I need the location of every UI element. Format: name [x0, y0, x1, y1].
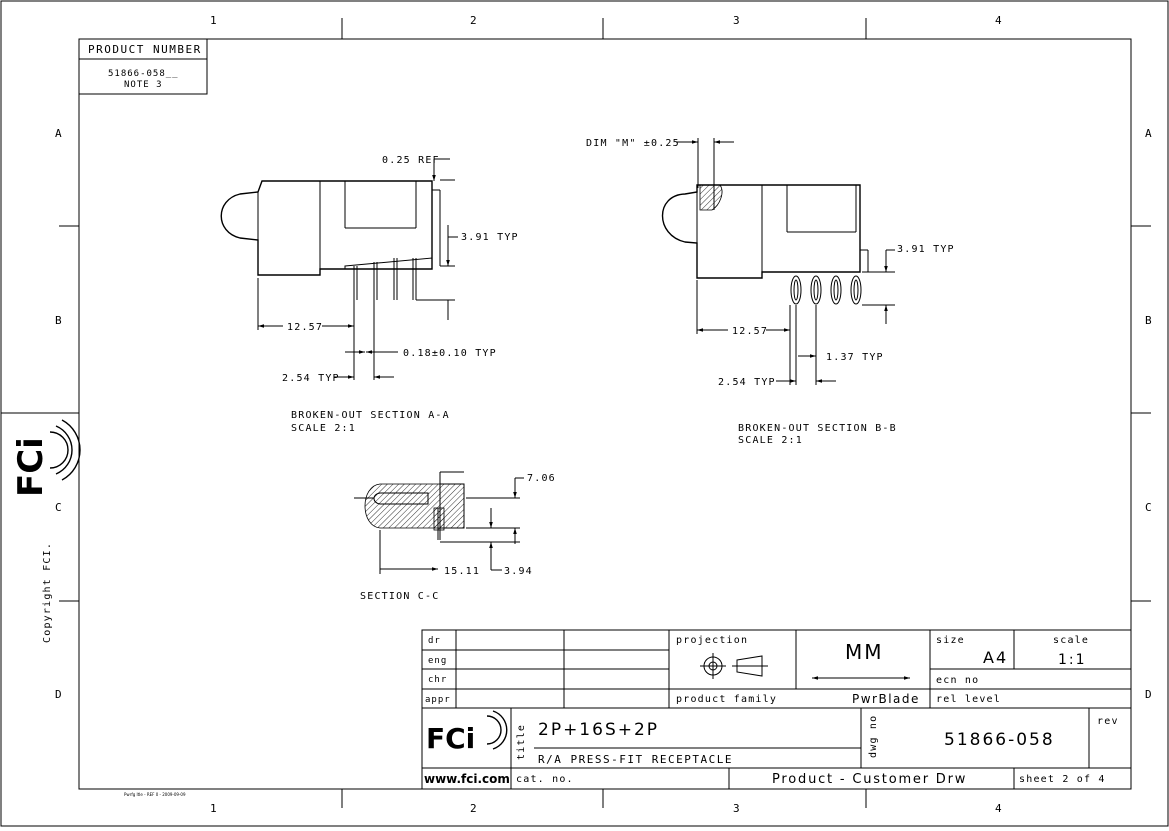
dwg-label: dwg no: [868, 715, 879, 758]
side-logo-text: FCi: [11, 437, 51, 497]
rel-level-label: rel level: [936, 694, 1001, 705]
cc-title: SECTION C-C: [360, 591, 439, 602]
cat-label: cat. no.: [516, 774, 574, 785]
zone-left-b: B: [55, 314, 63, 327]
row-dr-label: dr: [428, 636, 441, 646]
bb-scale: SCALE 2:1: [738, 435, 803, 446]
row-appr-label: appr: [425, 695, 451, 705]
bb-title: BROKEN-OUT SECTION B-B: [738, 423, 897, 434]
footer-tiny-text: Pwrfg Itle - REF 0 - 2009-09-09: [124, 792, 186, 797]
zone-right-d: D: [1145, 688, 1153, 701]
copyright-text: Copyright FCI.: [42, 542, 53, 643]
side-logo: FCi: [11, 419, 81, 497]
scale-label: scale: [1053, 635, 1089, 646]
website: www.fci.com: [424, 772, 510, 786]
row-eng-label: eng: [428, 656, 447, 666]
aa-title: BROKEN-OUT SECTION A-A: [291, 410, 450, 421]
product-family-value: PwrBlade: [852, 692, 920, 706]
aa-scale: SCALE 2:1: [291, 423, 356, 434]
product-number-box: PRODUCT NUMBER 51866-058__ NOTE 3: [78, 38, 208, 95]
product-number-value: 51866-058__: [108, 69, 179, 79]
zone-right-a: A: [1145, 127, 1153, 140]
zone-top-2: 2: [470, 14, 478, 27]
product-family-label: product family: [676, 694, 777, 705]
bb-press-fit-pins: [790, 275, 862, 305]
title-line1: 2P+16S+2P: [538, 720, 659, 740]
units-value: MM: [845, 640, 884, 664]
title-block-logo: FCi: [426, 722, 475, 755]
bb-dim-391: 3.91 TYP: [897, 244, 955, 255]
product-number-label: PRODUCT NUMBER: [88, 43, 202, 56]
section-cc-view: [354, 471, 524, 574]
zone-top-1: 1: [210, 14, 218, 27]
aa-dim-1257: 12.57: [287, 322, 323, 333]
aa-dim-391: 3.91 TYP: [461, 232, 519, 243]
scale-value: 1:1: [1058, 652, 1087, 668]
title-line2: R/A PRESS-FIT RECEPTACLE: [538, 753, 733, 766]
size-value: A4: [983, 648, 1008, 667]
zone-right-c: C: [1145, 501, 1153, 514]
aa-dim-pin: 0.18±0.10 TYP: [403, 348, 497, 359]
zone-bottom-2: 2: [470, 802, 478, 815]
zone-bottom-1: 1: [210, 802, 218, 815]
cc-dim-394: 3.94: [504, 566, 533, 577]
ecn-label: ecn no: [936, 675, 979, 686]
zone-bottom-4: 4: [995, 802, 1003, 815]
aa-dim-pitch: 2.54 TYP: [282, 373, 340, 384]
rev-label: rev: [1097, 716, 1119, 727]
sheet-number: sheet 2 of 4: [1019, 774, 1106, 785]
section-bb-view: [661, 138, 895, 385]
bb-dim-pitch: 2.54 TYP: [718, 377, 776, 388]
title-label: title: [516, 724, 527, 760]
bb-dim-1257: 12.57: [732, 326, 768, 337]
dwg-number: 51866-058: [944, 730, 1055, 750]
projection-label: projection: [676, 635, 748, 646]
zone-left-a: A: [55, 127, 63, 140]
drawing-type: Product - Customer Drw: [772, 772, 967, 787]
cc-dim-706: 7.06: [527, 473, 556, 484]
zone-left-c: C: [55, 501, 63, 514]
bb-dim-137: 1.37 TYP: [826, 352, 884, 363]
size-label: size: [936, 635, 965, 646]
row-chr-label: chr: [428, 675, 447, 685]
section-aa-view: [220, 158, 458, 380]
aa-dim-ref: 0.25 REF: [382, 155, 440, 166]
zone-top-4: 4: [995, 14, 1003, 27]
zone-left-d: D: [55, 688, 63, 701]
zone-right-b: B: [1145, 314, 1153, 327]
zone-ticks: [1, 18, 1151, 808]
zone-top-3: 3: [733, 14, 741, 27]
zone-bottom-3: 3: [733, 802, 741, 815]
cc-dim-1511: 15.11: [444, 566, 480, 577]
product-number-note: NOTE 3: [124, 80, 163, 90]
title-block: FCi: [421, 629, 1132, 790]
bb-dim-m: DIM "M" ±0.25: [586, 138, 680, 149]
